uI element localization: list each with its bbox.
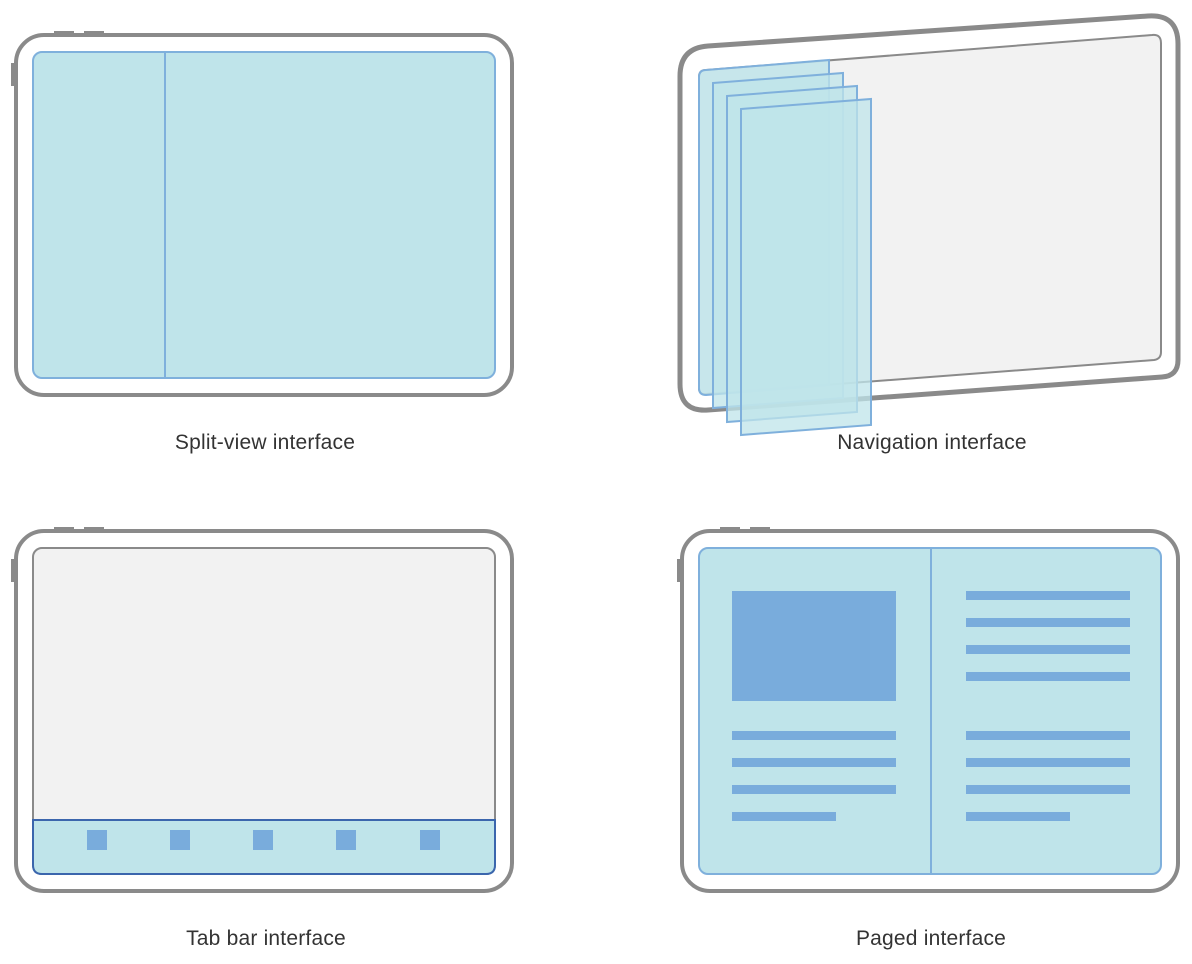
right-page [966, 591, 1130, 821]
navigation-diagram [677, 13, 1181, 437]
tab-item-5 [420, 830, 440, 850]
text-line [732, 758, 896, 767]
page-image [732, 591, 896, 701]
split-view-diagram [11, 31, 514, 397]
text-line [966, 618, 1130, 627]
text-line [966, 731, 1130, 740]
tab-item-1 [87, 830, 107, 850]
tab-bar-diagram [11, 527, 514, 893]
tab-bar-caption: Tab bar interface [186, 927, 346, 950]
paged-caption: Paged interface [855, 927, 1007, 950]
text-line [966, 785, 1130, 794]
tab-items [87, 830, 440, 850]
text-line [966, 812, 1070, 821]
split-view-screen [32, 51, 496, 379]
stacked-views [698, 58, 872, 437]
text-line [966, 591, 1130, 600]
tab-item-2 [170, 830, 190, 850]
split-view-caption: Split-view interface [174, 431, 356, 454]
left-page [732, 591, 896, 821]
text-line [966, 672, 1130, 681]
paged-diagram [677, 527, 1180, 893]
navigation-caption: Navigation interface [837, 431, 1027, 454]
text-line [966, 645, 1130, 654]
text-line [966, 758, 1130, 767]
text-line [732, 812, 836, 821]
text-line [732, 731, 896, 740]
stacked-view-4 [740, 97, 872, 437]
tab-item-4 [336, 830, 356, 850]
text-line [732, 785, 896, 794]
tab-item-3 [253, 830, 273, 850]
